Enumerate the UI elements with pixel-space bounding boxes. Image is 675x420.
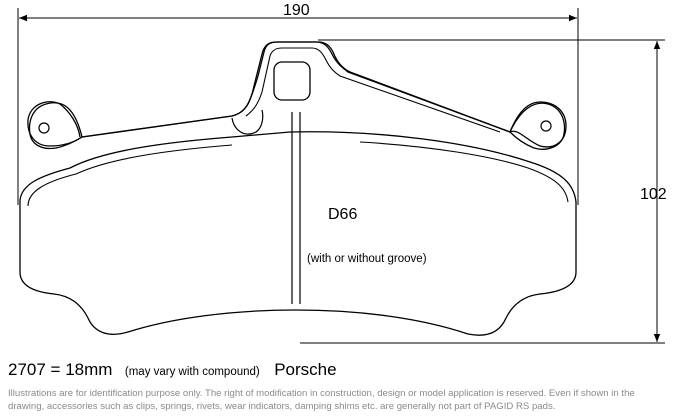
friction-chamfer xyxy=(27,141,569,207)
centre-groove xyxy=(291,112,301,304)
width-dimension-label: 190 xyxy=(283,2,310,19)
pad-outline xyxy=(27,41,567,148)
height-dimension-label: 102 xyxy=(640,186,667,203)
friction-material xyxy=(19,131,577,336)
spec-line: 2707 = 18mm (may vary with compound) Por… xyxy=(8,360,337,380)
plate-top-contour xyxy=(81,41,511,138)
thickness-spec: 2707 = 18mm xyxy=(8,360,113,379)
disclaimer-text: Illustrations are for identification pur… xyxy=(8,388,635,412)
width-dimension xyxy=(17,8,579,205)
slot-notch xyxy=(231,109,264,135)
groove-note: (with or without groove) xyxy=(307,253,427,265)
right-ear xyxy=(509,102,566,150)
pad-code-label: D66 xyxy=(328,206,358,223)
mounting-hole-right xyxy=(540,120,552,132)
compound-note: (may vary with compound) xyxy=(124,366,260,378)
mounting-hole-left xyxy=(38,122,50,134)
vehicle-label: Porsche xyxy=(274,360,337,379)
centre-tab-profile xyxy=(245,47,501,133)
brake-pad-drawing xyxy=(17,8,665,344)
pin-slot xyxy=(273,61,311,101)
height-dimension xyxy=(300,39,665,344)
left-ear xyxy=(28,102,83,150)
